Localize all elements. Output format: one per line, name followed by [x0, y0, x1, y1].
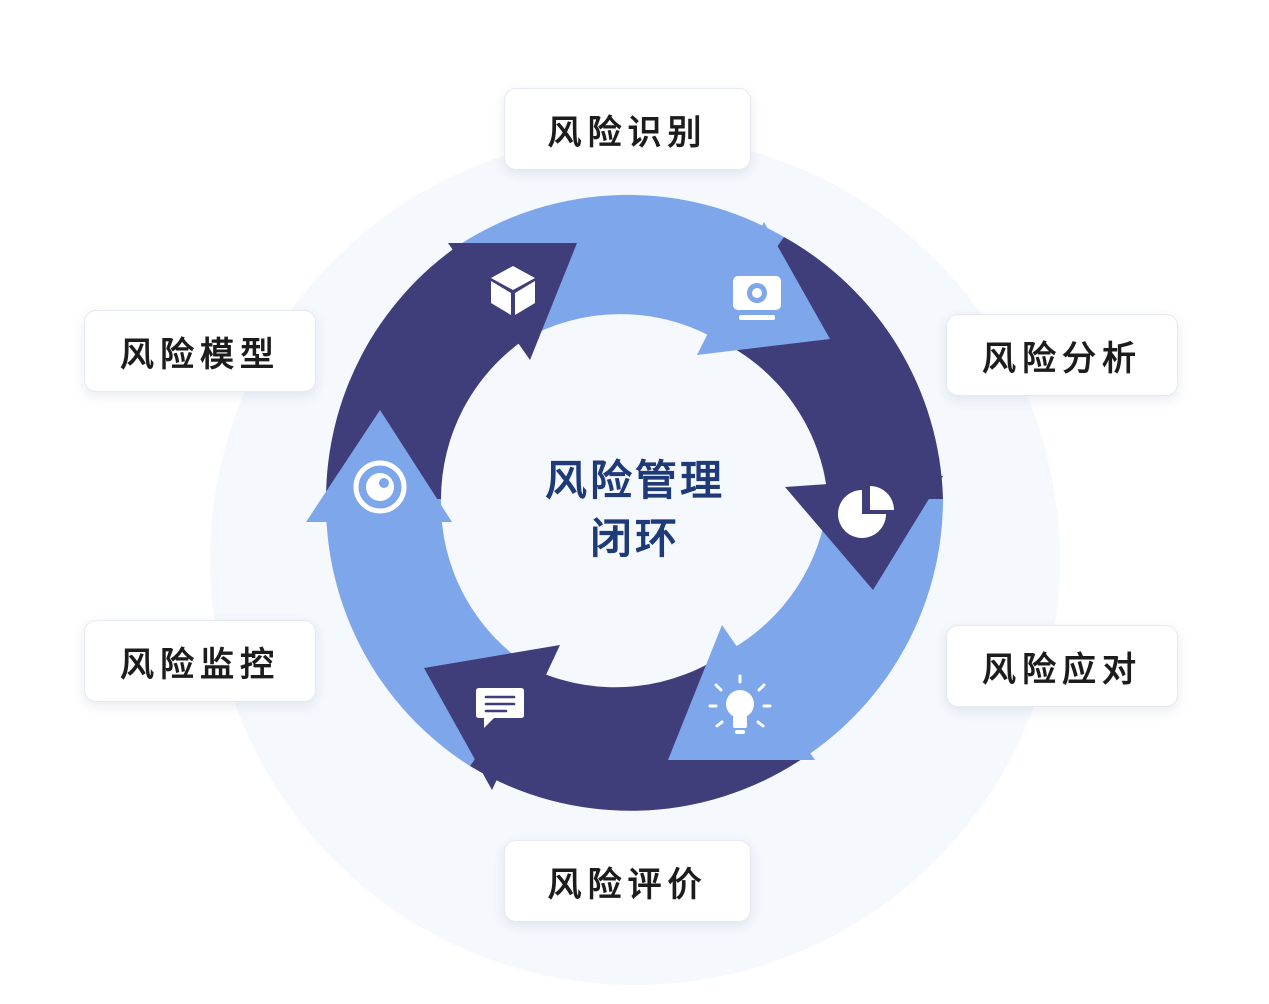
- label-risk-identify: 风险识别: [504, 88, 751, 170]
- arrow-head-left: [306, 410, 452, 522]
- label-risk-analyze: 风险分析: [946, 314, 1178, 396]
- label-risk-respond: 风险应对: [946, 625, 1178, 707]
- monitor-icon: [733, 276, 781, 320]
- lightbulb-icon: [708, 674, 772, 734]
- label-risk-evaluate: 风险评价: [504, 840, 751, 922]
- center-title: 风险管理 闭环: [485, 452, 785, 568]
- cube-icon: [491, 266, 535, 315]
- eye-icon: [353, 460, 407, 514]
- center-title-line2: 闭环: [589, 514, 680, 563]
- chat-icon: [476, 688, 524, 728]
- pie-chart-icon: [838, 486, 894, 538]
- label-risk-monitor: 风险监控: [84, 620, 316, 702]
- center-title-line1: 风险管理: [544, 456, 725, 505]
- arrow-head-top-left: [448, 243, 577, 360]
- arrow-segment-lower-right: [730, 499, 943, 759]
- label-risk-model: 风险模型: [84, 310, 316, 392]
